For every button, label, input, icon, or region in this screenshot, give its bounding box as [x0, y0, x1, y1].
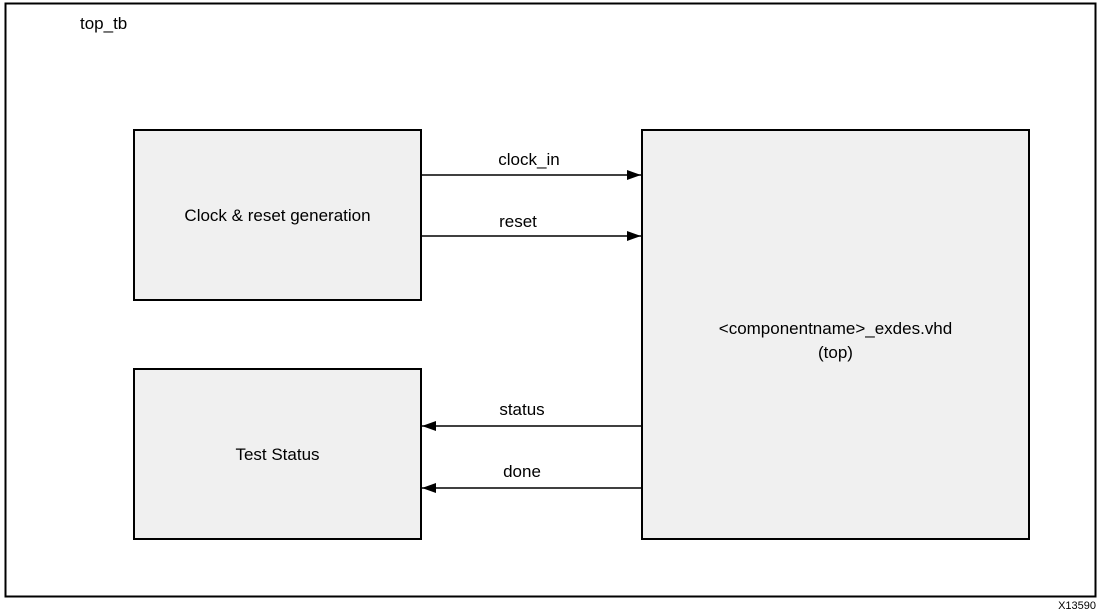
- top-exdes-block-role: (top): [818, 343, 853, 362]
- reset-label: reset: [499, 212, 537, 231]
- test-status-block-label: Test Status: [235, 445, 319, 464]
- top-exdes-block-filename: <componentname>_exdes.vhd: [719, 319, 952, 338]
- done-label: done: [503, 462, 541, 481]
- test-status-block: [133, 368, 422, 540]
- figure-id: X13590: [1058, 600, 1096, 612]
- top-exdes-block: [641, 129, 1030, 540]
- clock-in-label: clock_in: [498, 150, 559, 169]
- clock-reset-block: [133, 129, 422, 301]
- frame-label: top_tb: [80, 14, 127, 33]
- status-label: status: [499, 400, 544, 419]
- clock-reset-block-label: Clock & reset generation: [184, 206, 370, 225]
